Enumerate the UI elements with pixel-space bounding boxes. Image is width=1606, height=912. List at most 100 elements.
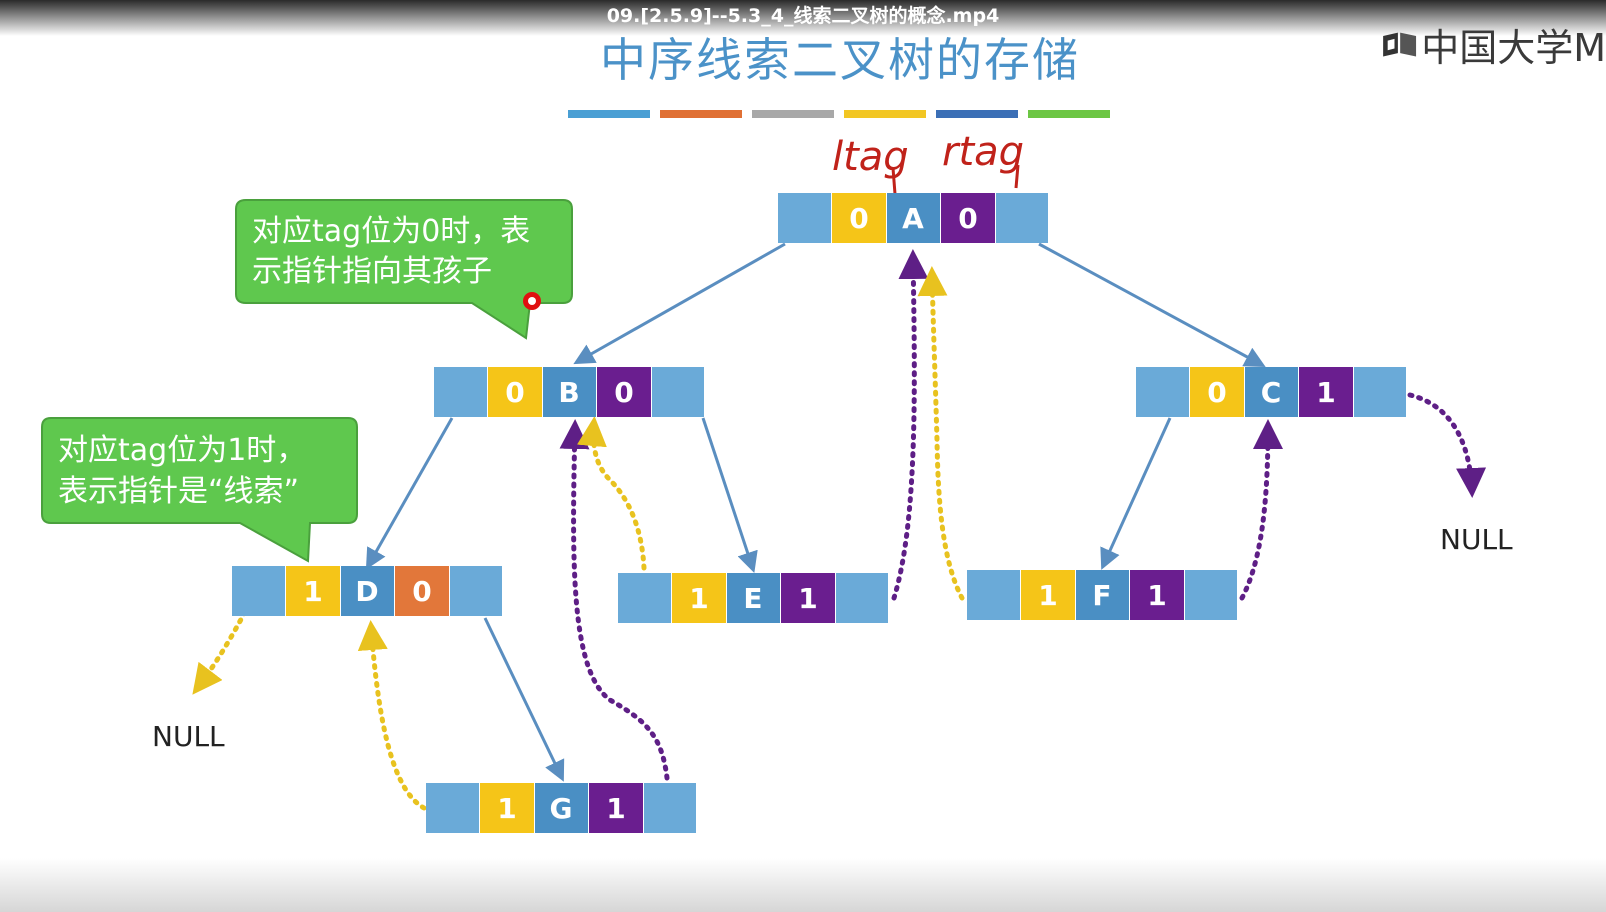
node-A: 0 A 0 xyxy=(778,193,1048,243)
right-pointer-cell xyxy=(1354,367,1406,417)
left-pointer-cell xyxy=(618,573,671,623)
rtag-value: 0 xyxy=(958,202,977,235)
ltag-cell xyxy=(480,783,534,833)
ltag-value: 0 xyxy=(505,376,524,409)
rtag-cell xyxy=(395,566,449,616)
rtag-cell xyxy=(1299,367,1353,417)
thread-F-right-C xyxy=(1239,419,1283,601)
rtag-cell xyxy=(941,193,995,243)
color-bar xyxy=(568,110,1110,118)
node-value: E xyxy=(743,582,762,615)
color-bar-segment xyxy=(844,110,926,118)
color-bar-segment xyxy=(936,110,1018,118)
value-cell xyxy=(1076,570,1129,620)
rtag-label: rtag xyxy=(942,129,1024,175)
thread-F-left-A xyxy=(917,266,965,601)
node-value: B xyxy=(558,376,579,409)
value-cell xyxy=(543,367,596,417)
ltag-label: ltag xyxy=(832,134,909,180)
rtag-value: 1 xyxy=(606,792,625,825)
ltag-cell xyxy=(1021,570,1075,620)
rtag-value: 1 xyxy=(1147,579,1166,612)
node-value: G xyxy=(550,792,573,825)
left-pointer-cell xyxy=(1136,367,1189,417)
ltag-value: 1 xyxy=(303,575,322,608)
edge-A-C xyxy=(1038,242,1266,368)
rtag-value: 1 xyxy=(1316,376,1335,409)
logo-text: 中国大学M xyxy=(1421,25,1606,70)
callout-tag0: 对应tag位为0时，表 示指针指向其孩子 xyxy=(235,199,573,340)
left-pointer-cell xyxy=(778,193,831,243)
ltag-cell xyxy=(832,193,886,243)
rtag-value: 0 xyxy=(614,376,633,409)
logo-book-icon xyxy=(1383,32,1417,57)
node-F: 1 F 1 xyxy=(967,570,1237,620)
thread-E-left-B xyxy=(576,416,647,571)
rtag-value: 1 xyxy=(798,582,817,615)
node-value: D xyxy=(355,575,378,608)
ltag-value: 1 xyxy=(1038,579,1057,612)
slide-title: 中序线索二叉树的存储 xyxy=(600,33,1080,87)
node-B: 0 B 0 xyxy=(434,367,704,417)
color-bar-segment xyxy=(1028,110,1110,118)
rtag-cell xyxy=(597,367,651,417)
value-cell xyxy=(341,566,394,616)
right-pointer-cell xyxy=(996,193,1048,243)
rtag-cell xyxy=(781,573,835,623)
left-pointer-cell xyxy=(232,566,285,616)
right-pointer-cell xyxy=(836,573,888,623)
ltag-annotation: ltag xyxy=(832,134,909,195)
thread-C-right-null xyxy=(1407,392,1487,498)
ltag-cell xyxy=(488,367,542,417)
thread-G-left-D xyxy=(357,620,427,811)
rtag-cell xyxy=(589,783,643,833)
color-bar-segment xyxy=(660,110,742,118)
laser-pointer-core xyxy=(528,297,536,305)
threads xyxy=(192,249,1487,811)
callout-tag1-line2: 表示指针是“线索” xyxy=(58,474,299,509)
rtag-value: 0 xyxy=(412,575,431,608)
callout-tag1: 对应tag位为1时， 表示指针是“线索” xyxy=(41,417,358,563)
node-value: F xyxy=(1092,579,1111,612)
right-pointer-cell xyxy=(652,367,704,417)
edge-B-E xyxy=(701,417,758,573)
thread-G-right-B xyxy=(559,419,670,781)
thread-E-right-A xyxy=(891,249,929,601)
node-C: 0 C 1 xyxy=(1136,367,1406,417)
color-bar-segment xyxy=(752,110,834,118)
node-value: C xyxy=(1261,376,1282,409)
logo: 中国大学M xyxy=(1382,16,1606,72)
callout-tag1-line1: 对应tag位为1时， xyxy=(58,433,306,468)
node-E: 1 E 1 xyxy=(618,573,888,623)
rtag-cell xyxy=(1130,570,1184,620)
left-pointer-cell xyxy=(426,783,479,833)
edge-B-D xyxy=(365,417,454,570)
rtag-annotation: rtag xyxy=(942,129,1024,189)
ltag-value: 1 xyxy=(689,582,708,615)
thread-D-left-null xyxy=(192,609,248,695)
ltag-value: 1 xyxy=(497,792,516,825)
left-pointer-cell xyxy=(434,367,487,417)
null-label-right: NULL xyxy=(1440,523,1513,556)
video-title: 09.[2.5.9]--5.3_4_线索二叉树的概念.mp4 xyxy=(0,0,1606,36)
callout-tag0-line1: 对应tag位为0时，表 xyxy=(252,214,530,249)
left-pointer-cell xyxy=(967,570,1020,620)
edge-C-F xyxy=(1100,417,1172,570)
value-cell xyxy=(1245,367,1298,417)
edge-A-B xyxy=(573,242,786,365)
callout-tag0-line2: 示指针指向其孩子 xyxy=(252,254,492,289)
video-bottom-shade xyxy=(0,858,1606,912)
value-cell xyxy=(535,783,588,833)
edge-D-G xyxy=(483,617,565,782)
child-edges xyxy=(365,242,1266,782)
null-label-left: NULL xyxy=(152,720,225,753)
ltag-cell xyxy=(1190,367,1244,417)
right-pointer-cell xyxy=(450,566,502,616)
node-value: A xyxy=(902,202,924,235)
ltag-value: 0 xyxy=(1207,376,1226,409)
value-cell xyxy=(727,573,780,623)
ltag-cell xyxy=(672,573,726,623)
color-bar-segment xyxy=(568,110,650,118)
